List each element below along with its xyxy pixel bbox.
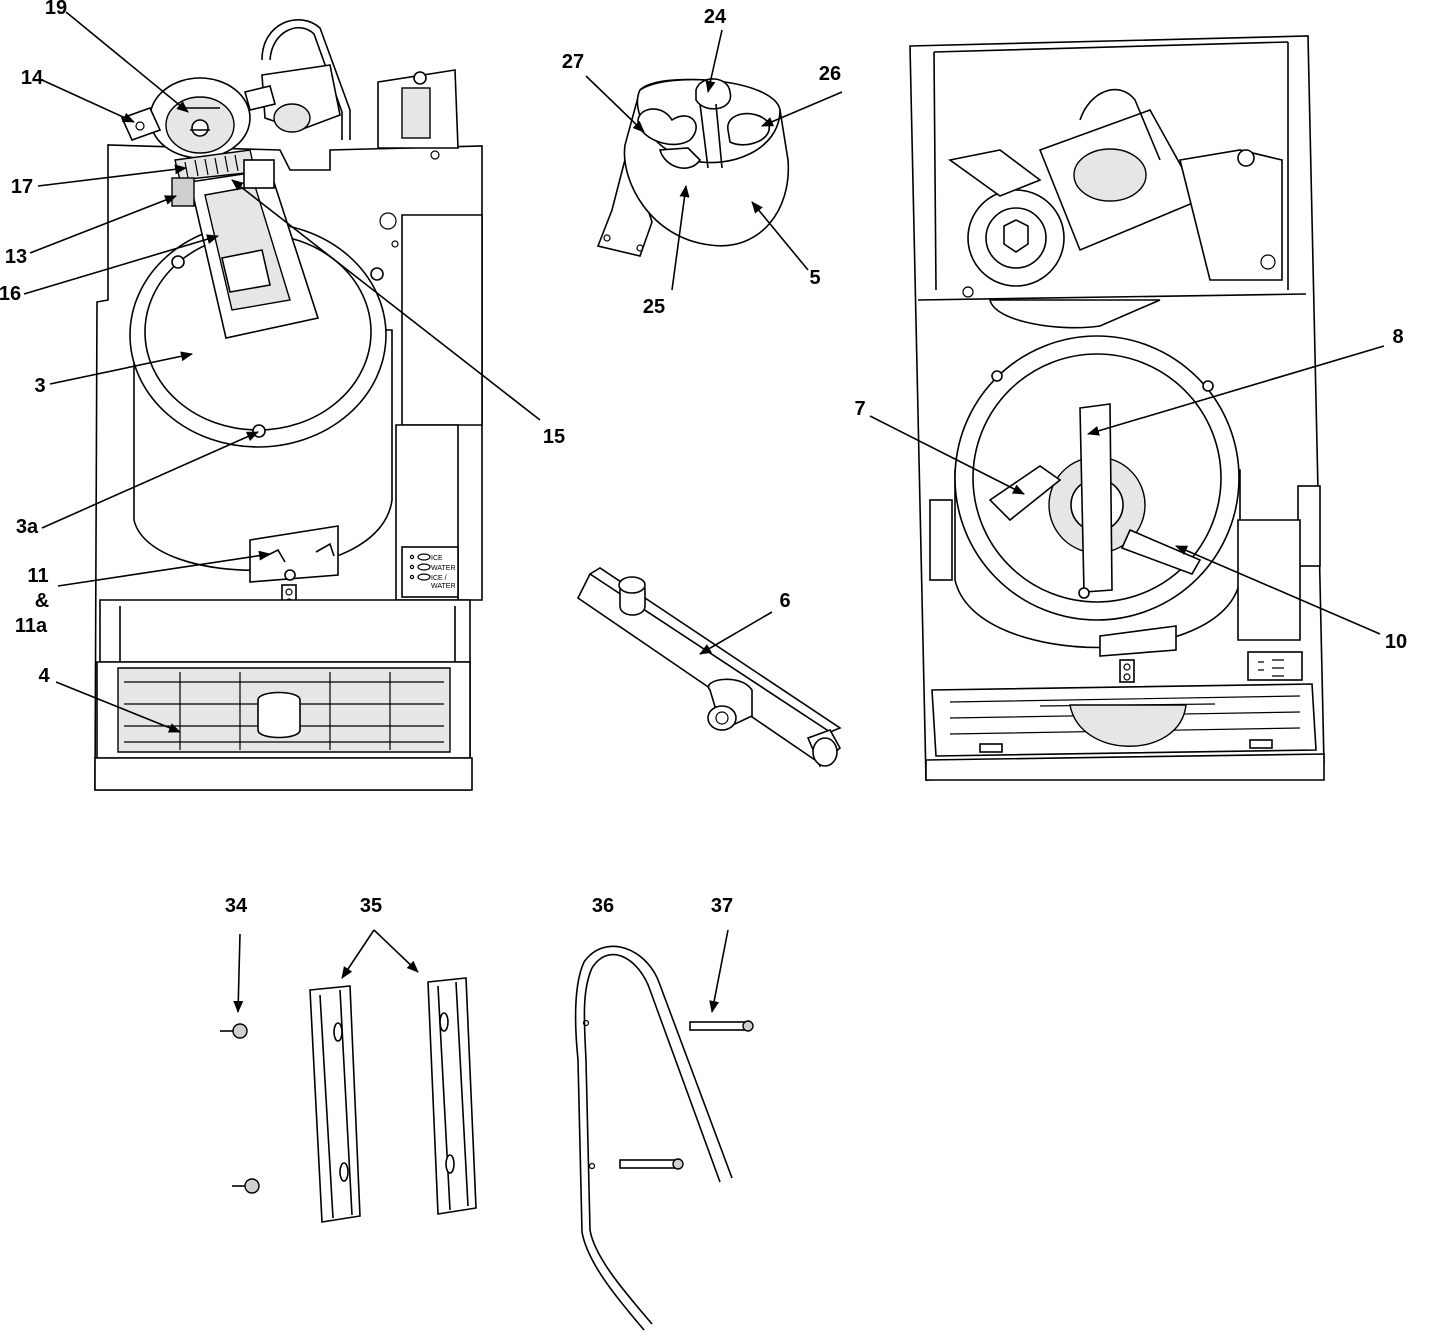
callout-15: 15 (543, 426, 565, 448)
callout-24: 24 (704, 6, 727, 28)
leader-lines (23, 11, 1385, 1013)
panel-label-ice-water-1: ICE / (431, 575, 447, 582)
panel-label-ice-water-2: WATER (431, 583, 456, 590)
callout-16: 16 (0, 283, 21, 305)
callout-17: 17 (11, 176, 33, 198)
dispenser-open-view (909, 35, 1325, 781)
callout-8: 8 (1392, 326, 1403, 348)
dispenser-front-view: ICE WATER ICE / WATER (94, 19, 483, 791)
callout-7: 7 (854, 398, 865, 420)
callout-11-ampersand: & (35, 590, 49, 612)
callout-37: 37 (711, 895, 733, 917)
callout-36: 36 (592, 895, 614, 917)
pin-part-37 (619, 1020, 754, 1170)
callout-labels: 19 14 17 13 16 3 3a 11 & 11a 4 15 27 24 … (0, 0, 1407, 917)
manifold-tube-part (576, 567, 842, 768)
callout-34: 34 (225, 895, 248, 917)
callout-27: 27 (562, 51, 584, 73)
handle-rod-part-36 (574, 945, 733, 1331)
callout-13: 13 (5, 246, 27, 268)
auger-flange-part (596, 78, 790, 257)
callout-3a: 3a (16, 516, 39, 538)
callout-14: 14 (21, 67, 44, 89)
callout-11a: 11a (15, 615, 48, 637)
callout-3: 3 (34, 375, 45, 397)
callout-6: 6 (779, 590, 790, 612)
callout-5: 5 (809, 267, 820, 289)
panel-label-water: WATER (431, 565, 456, 572)
screw-part-34 (220, 1023, 260, 1194)
rail-part-35 (309, 977, 477, 1223)
callout-26: 26 (819, 63, 841, 85)
callout-10: 10 (1385, 631, 1407, 653)
panel-label-ice: ICE (431, 555, 443, 562)
callout-25: 25 (643, 296, 665, 318)
callout-19: 19 (45, 0, 67, 19)
callout-11: 11 (27, 565, 48, 587)
callout-35: 35 (360, 895, 382, 917)
callout-4: 4 (38, 665, 50, 687)
